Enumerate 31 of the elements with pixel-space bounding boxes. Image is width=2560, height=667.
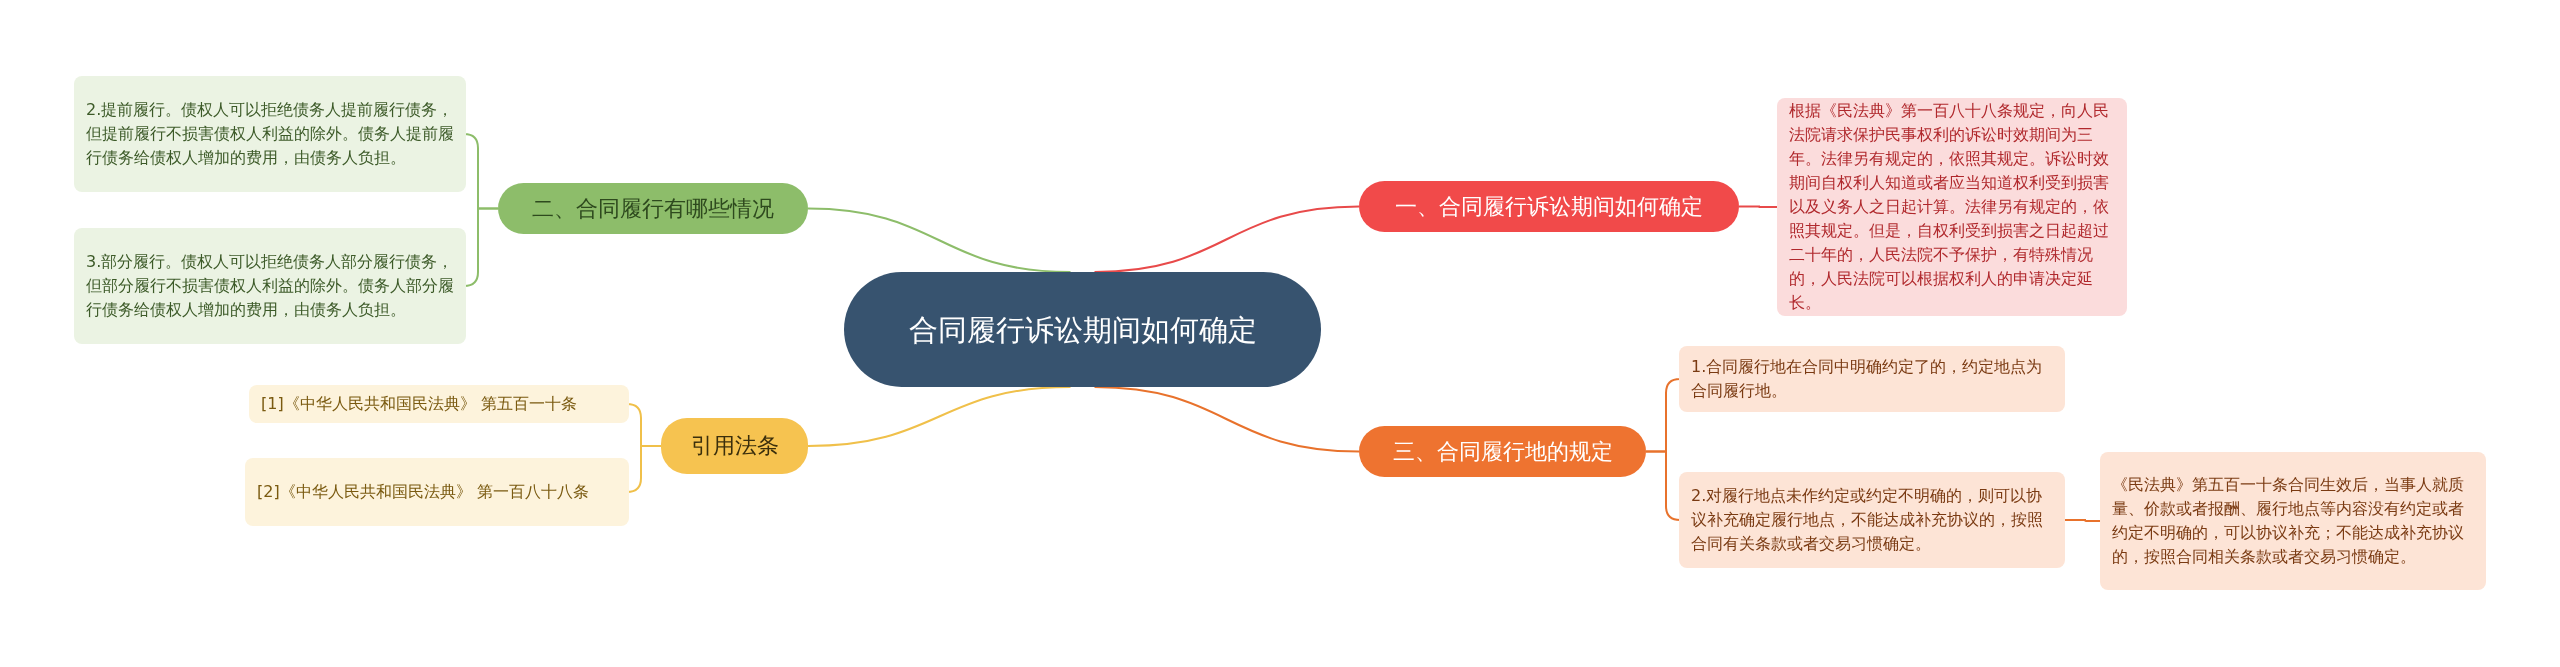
connector-line — [807, 386, 1072, 447]
connector-line — [1093, 205, 1360, 273]
node-text: 引用法条 — [690, 432, 779, 460]
note-card — [2100, 452, 2486, 590]
topic-pill — [1359, 426, 1646, 477]
node-text: 根据《民法典》第一百八十八条规定，向人民法院请求保护民事权利的诉讼时效期间为三年。法律另有规定的，依照其规定。诉讼时效期间自权利人知道或者应当知道权利受到损害以及义务人之日起计算。法律另有规定的，依照其规定。但是，自权利受到损害之日起超过二十年的，人民法院不予保护，有特殊情况的，人民法院可以根据权利人的申请决定延长。 — [1789, 100, 2110, 314]
node-text: 《民法典》第五百一十条合同生效后，当事人就质量、价款或者报酬、履行地点等内容没有约定或者约定不明确的，可以协议补充；不能达成补充协议的，按照合同相关条款或者交易习惯确定。 — [2112, 474, 2465, 568]
node-text: [1]《中华人民共和国民法典》 第五百一十条 — [261, 393, 577, 415]
topic-pill — [661, 418, 808, 474]
node-text: 合同履行诉讼期间如何确定 — [908, 311, 1257, 349]
node-text: 二、合同履行有哪些情况 — [532, 194, 774, 223]
note-card — [1679, 346, 2065, 412]
note-card — [249, 385, 629, 423]
note-card — [74, 228, 466, 344]
connector-line — [2064, 519, 2101, 522]
connector-line — [807, 207, 1072, 273]
node-text: 三、合同履行地的规定 — [1392, 437, 1613, 466]
node-text: 3.部分履行。债权人可以拒绝债务人部分履行债务，但部分履行不损害债权人利益的除外。债务人部分履行债务给债权人增加的费用，由债务人负担。 — [86, 251, 454, 321]
connector-line — [1645, 450, 1681, 521]
note-card — [245, 458, 629, 526]
connector-line — [1093, 386, 1360, 453]
topic-pill — [1359, 181, 1739, 232]
note-card — [74, 76, 466, 192]
topic-pill — [498, 183, 808, 234]
node-text: 一、合同履行诉讼期间如何确定 — [1395, 192, 1703, 221]
note-card — [1679, 472, 2065, 568]
node-text: 2.提前履行。债权人可以拒绝债务人提前履行债务，但提前履行不损害债权人利益的除外。债务人提前履行债务给债权人增加的费用，由债务人负担。 — [86, 99, 454, 169]
node-text: [2]《中华人民共和国民法典》 第一百八十八条 — [257, 481, 589, 503]
node-text: 1.合同履行地在合同中明确约定了的，约定地点为合同履行地。 — [1691, 356, 2044, 402]
node-text: 2.对履行地点未作约定或约定不明确的，则可以协议补充确定履行地点，不能达成补充协议的，按照合同有关条款或者交易习惯确定。 — [1691, 485, 2044, 555]
connector-line — [1738, 205, 1778, 208]
